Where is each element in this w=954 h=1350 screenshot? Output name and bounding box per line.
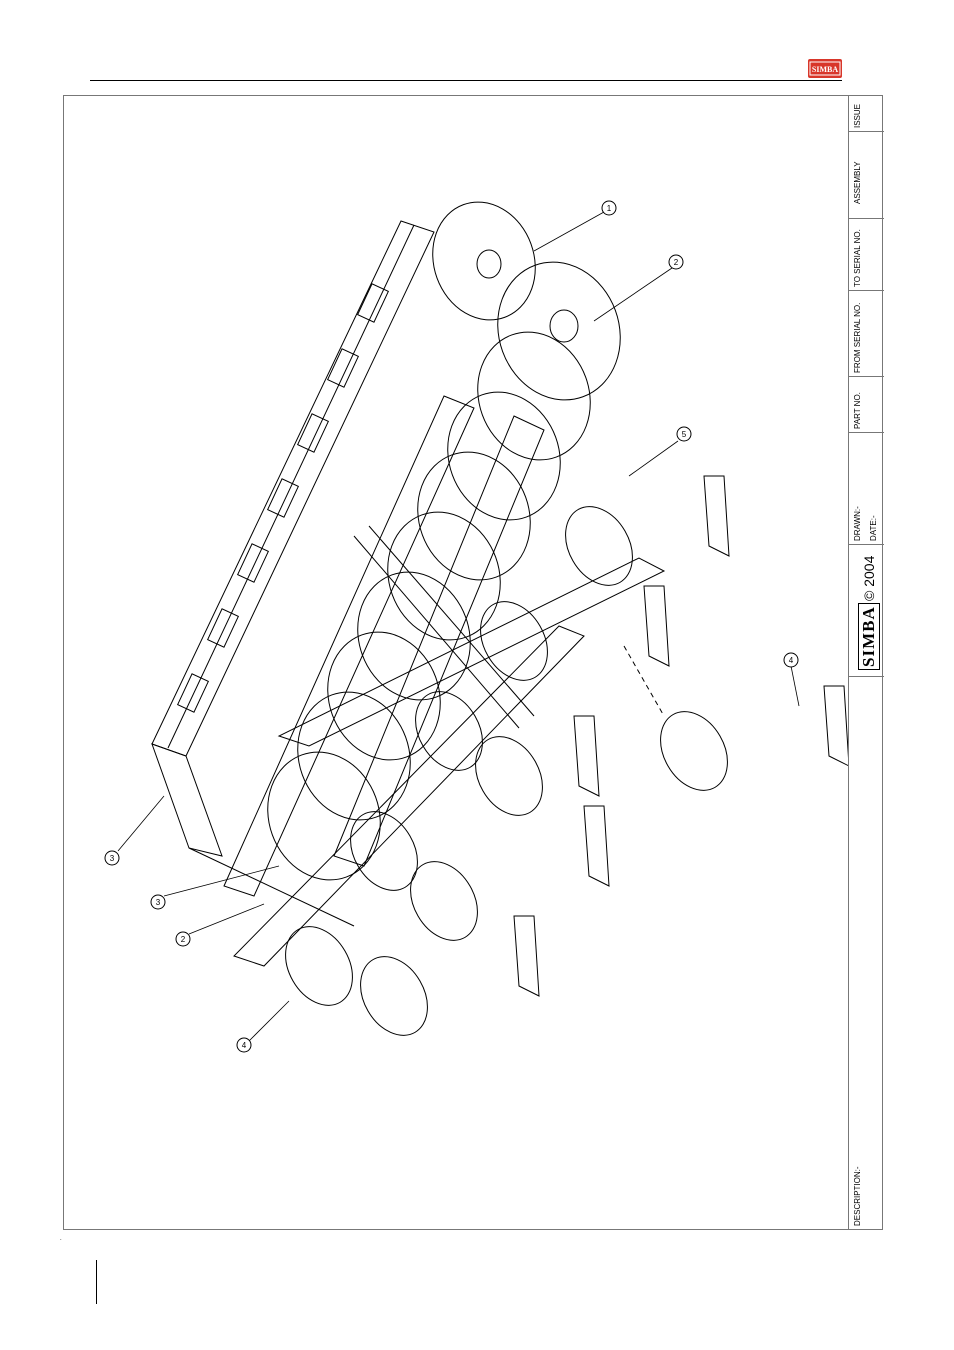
svg-text:2: 2 xyxy=(181,935,186,944)
frame-beam-2 xyxy=(224,396,474,896)
drawn-date-cell: DRAWN:- DATE:- xyxy=(849,433,884,545)
assembly-label: ASSEMBLY xyxy=(853,161,862,204)
callout-4a: 4 xyxy=(784,653,798,667)
tines xyxy=(514,476,848,996)
issue-label: ISSUE xyxy=(853,104,862,128)
simba-logo: SIMBA xyxy=(808,59,842,78)
callout-5: 5 xyxy=(677,427,691,441)
callout-3a: 3 xyxy=(105,851,119,865)
from-serial-cell: FROM SERIAL NO. xyxy=(849,291,884,377)
from-serial-label: FROM SERIAL NO. xyxy=(853,303,862,373)
brand-cell: SIMBA © 2004 xyxy=(849,545,884,677)
press-wheels xyxy=(272,495,741,1048)
copyright-text: © 2004 xyxy=(861,556,877,601)
description-cell: DESCRIPTION:- xyxy=(849,677,884,1230)
disc-gang xyxy=(250,188,639,896)
cross-beam-2 xyxy=(234,626,584,966)
callout-2b: 2 xyxy=(669,255,683,269)
frame-beam-3 xyxy=(334,416,544,866)
header-rule xyxy=(90,80,842,81)
issue-cell: ISSUE xyxy=(849,95,884,132)
to-serial-label: TO SERIAL NO. xyxy=(853,229,862,287)
callout-4b: 4 xyxy=(237,1038,251,1052)
binding-rule xyxy=(96,1260,97,1304)
cross-beam-1 xyxy=(279,558,664,746)
beam-brackets xyxy=(178,284,389,712)
drawn-label: DRAWN:- xyxy=(853,506,862,541)
assembly-cell: ASSEMBLY xyxy=(849,132,884,219)
assembly-drawing: 1 2 5 4 3 3 2 4 xyxy=(64,96,848,1229)
title-block: ISSUE ASSEMBLY TO SERIAL NO. FROM SERIAL… xyxy=(848,95,883,1230)
svg-text:5: 5 xyxy=(682,430,687,439)
callout-1: 2 xyxy=(176,932,190,946)
callout-balloons: 1 2 5 4 3 3 2 4 xyxy=(105,201,798,1052)
callout-3b: 3 xyxy=(151,895,165,909)
part-no-cell: PART NO. xyxy=(849,377,884,433)
svg-text:3: 3 xyxy=(156,898,161,907)
svg-text:4: 4 xyxy=(789,656,794,665)
description-label: DESCRIPTION:- xyxy=(853,1166,862,1226)
main-beam xyxy=(152,221,434,756)
to-serial-cell: TO SERIAL NO. xyxy=(849,219,884,291)
footer-mark: . xyxy=(60,1236,62,1242)
logo-text: SIMBA xyxy=(812,65,838,74)
svg-text:1: 1 xyxy=(607,204,612,213)
part-no-label: PART NO. xyxy=(853,392,862,429)
svg-text:2: 2 xyxy=(674,258,679,267)
svg-text:3: 3 xyxy=(110,854,115,863)
brand-logo-text: SIMBA xyxy=(858,603,880,670)
date-label: DATE:- xyxy=(869,515,878,541)
callout-2a: 1 xyxy=(602,201,616,215)
svg-text:4: 4 xyxy=(242,1041,247,1050)
